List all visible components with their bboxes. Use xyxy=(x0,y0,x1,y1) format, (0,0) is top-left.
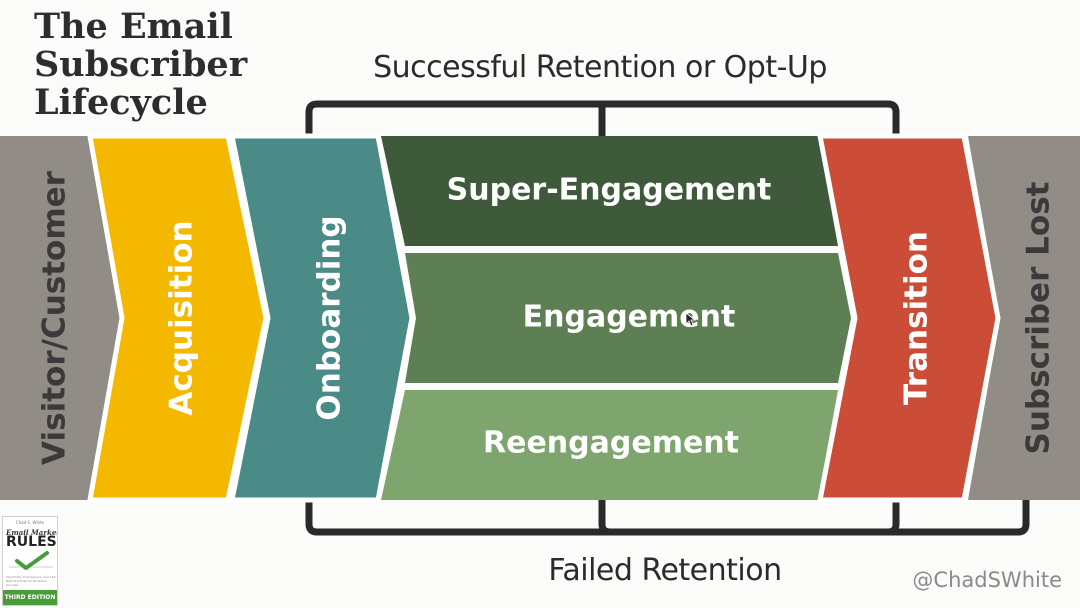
book-title: RULES xyxy=(6,534,57,550)
checkmark-icon xyxy=(9,551,53,570)
stage-engagement xyxy=(405,253,851,383)
twitter-handle: @ChadSWhite xyxy=(912,568,1062,592)
book-subtitle: Checklists, Frameworks, and 150 Best Pra… xyxy=(6,575,56,587)
label-subscriber-lost: Subscriber Lost xyxy=(1021,181,1057,454)
stage-super-engagement xyxy=(381,136,838,246)
label-engagement: Engagement xyxy=(523,300,736,335)
stage-onboarding xyxy=(228,133,415,503)
title-line-1: The Email xyxy=(34,6,233,47)
book-author: Chad S. White xyxy=(15,520,45,525)
stage-subscriber-lost xyxy=(968,136,1080,500)
label-visitor-customer: Visitor/Customer xyxy=(37,170,73,465)
slide-title: The Email Subscriber Lifecycle xyxy=(34,8,247,122)
stage-acquisition xyxy=(87,133,269,503)
stage-visitor-customer xyxy=(0,136,120,500)
label-reengagement: Reengagement xyxy=(483,426,739,461)
title-line-2: Subscriber xyxy=(34,44,248,85)
label-acquisition: Acquisition xyxy=(164,220,200,415)
bottom-bracket xyxy=(305,500,1030,536)
failed-retention-label: Failed Retention xyxy=(548,553,782,588)
stage-reengagement xyxy=(381,390,838,500)
mouse-cursor-icon xyxy=(685,312,697,327)
bottom-bracket-inner xyxy=(598,500,900,536)
label-transition: Transition xyxy=(899,231,935,405)
label-super-engagement: Super-Engagement xyxy=(447,173,772,208)
successful-retention-label: Successful Retention or Opt-Up xyxy=(373,50,827,85)
book-edition: THIRD EDITION xyxy=(3,590,57,605)
stage-transition xyxy=(816,133,1001,503)
title-line-3: Lifecycle xyxy=(34,82,208,123)
book-cover: Chad S. White Email Marketing RULES Chec… xyxy=(2,516,58,606)
book-series: Email Marketing xyxy=(6,528,57,537)
label-onboarding: Onboarding xyxy=(312,215,348,420)
